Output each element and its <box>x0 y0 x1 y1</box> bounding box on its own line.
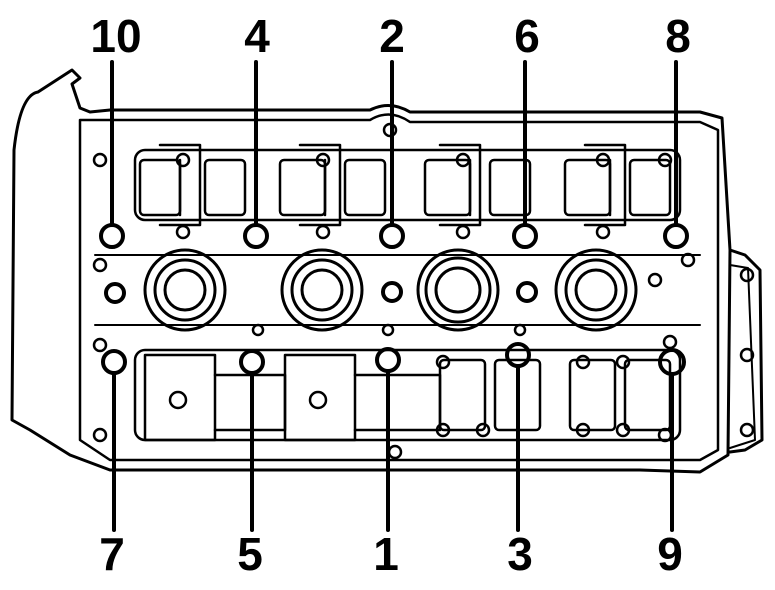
spark-plug-wells <box>143 248 638 332</box>
head-bolt-5[interactable] <box>239 349 265 375</box>
head-bolt-10[interactable] <box>99 223 125 249</box>
top-label-8: 8 <box>665 10 691 62</box>
head-bolt-6[interactable] <box>512 223 538 249</box>
leader-lines <box>110 60 678 532</box>
head-inner-outline <box>78 113 720 462</box>
upper-camshaft <box>133 143 682 227</box>
head-bolt-7[interactable] <box>101 349 127 375</box>
bottom-label-9: 9 <box>657 528 683 580</box>
top-label-10: 10 <box>90 10 141 62</box>
top-label-2: 2 <box>379 10 405 62</box>
top-label-6: 6 <box>514 10 540 62</box>
perimeter-bolts <box>92 122 755 460</box>
head-bolt-8[interactable] <box>663 223 689 249</box>
bottom-label-7: 7 <box>99 528 125 580</box>
bottom-label-5: 5 <box>237 528 263 580</box>
top-label-4: 4 <box>244 10 270 62</box>
head-bolt-4[interactable] <box>243 223 269 249</box>
numbered-head-bolts <box>99 223 689 376</box>
head-bolt-1[interactable] <box>375 347 401 373</box>
bottom-label-1: 1 <box>373 528 399 580</box>
side-flange <box>729 264 756 449</box>
head-bolt-2[interactable] <box>379 223 405 249</box>
head-bolt-3[interactable] <box>505 342 531 368</box>
head-outline <box>10 68 764 474</box>
bottom-label-3: 3 <box>507 528 533 580</box>
lower-camshaft <box>133 348 682 442</box>
